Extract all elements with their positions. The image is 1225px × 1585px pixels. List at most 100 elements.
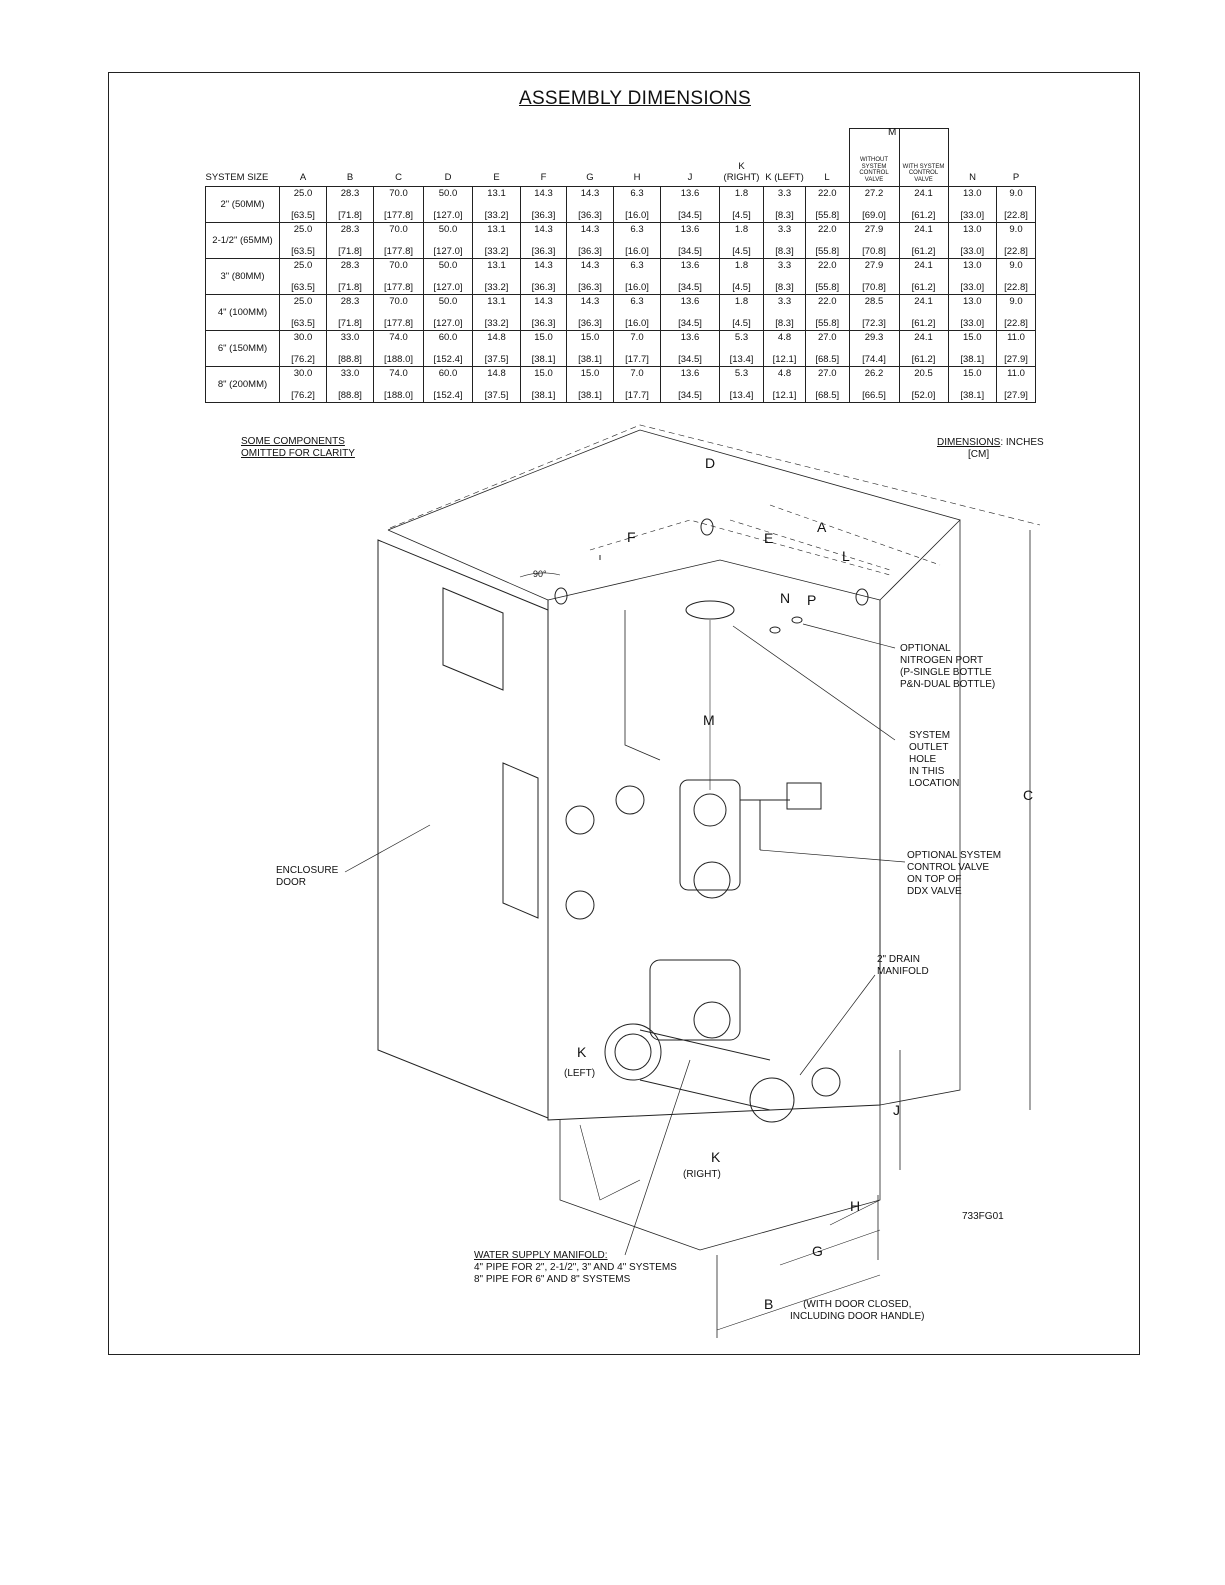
table-row-cm: [63.5][71.8][177.8][127.0][33.2][36.3][3…: [206, 275, 1036, 295]
callout-nitrogen-port: OPTIONAL NITROGEN PORT (P-SINGLE BOTTLE …: [900, 643, 995, 691]
units-note-inches: : INCHES: [1000, 437, 1044, 448]
column-header: N: [969, 172, 976, 183]
column-header: F: [540, 172, 547, 183]
callout-line: DOOR: [276, 877, 306, 888]
table-row-cm: [63.5][71.8][177.8][127.0][33.2][36.3][3…: [206, 311, 1036, 331]
enclosure-door-panel: [377, 539, 549, 1119]
dim-letter-a: A: [817, 519, 827, 535]
callout-line: NITROGEN PORT: [900, 655, 984, 666]
callout-drain-manifold: 2" DRAIN MANIFOLD: [877, 954, 929, 978]
callout-line: INCLUDING DOOR HANDLE): [790, 1311, 925, 1322]
callout-line: MANIFOLD: [877, 966, 929, 977]
callout-line: 8" PIPE FOR 6" AND 8" SYSTEMS: [474, 1274, 631, 1285]
dimension-cm-cell: [61.2]: [898, 347, 949, 367]
table-row-cm: [76.2][88.8][188.0][152.4][37.5][38.1][3…: [206, 383, 1036, 403]
dim-letter-g: G: [812, 1243, 823, 1259]
dimension-inches-cell: 24.1: [898, 294, 949, 311]
column-header-m-without: WITHOUT SYSTEM CONTROL VALVE: [848, 128, 900, 187]
door-lower-plate: [502, 762, 539, 919]
callout-control-valve: OPTIONAL SYSTEM CONTROL VALVE ON TOP OF …: [907, 850, 1001, 898]
dimension-cm-cell: [12.1]: [763, 347, 806, 367]
callout-line: OPTIONAL: [900, 643, 951, 654]
gauge-1: [565, 805, 595, 835]
column-header: J: [687, 172, 693, 183]
callout-line: HOLE: [909, 754, 937, 765]
figure-id: 733FG01: [962, 1211, 1004, 1222]
callout-line: DDX VALVE: [907, 886, 962, 897]
dimension-cm-cell: [8.3]: [763, 239, 806, 259]
drawing-border: [108, 72, 1140, 1355]
dimension-inches-cell: 24.1: [898, 258, 949, 275]
omitted-note-line-2: OMITTED FOR CLARITY: [241, 448, 355, 459]
callout-line: CONTROL VALVE: [907, 862, 990, 873]
dim-letter-b: B: [764, 1296, 774, 1312]
dim-letter-c: C: [1023, 787, 1034, 803]
dim-letter-l: L: [842, 548, 850, 564]
dim-letter-k-left: K: [577, 1044, 587, 1060]
units-note-label: DIMENSIONS: [937, 437, 1001, 448]
callout-line: OPTIONAL SYSTEM: [907, 850, 1002, 861]
page-title: ASSEMBLY DIMENSIONS: [518, 88, 751, 109]
dimension-inches-cell: 3.3: [763, 186, 806, 203]
lower-valve-body: [649, 959, 741, 1041]
callout-door-closed: (WITH DOOR CLOSED, INCLUDING DOOR HANDLE…: [790, 1299, 924, 1323]
dimension-inches-cell: 4.8: [763, 330, 806, 347]
callout-line: P&N-DUAL BOTTLE): [900, 679, 996, 690]
dim-letter-j: J: [893, 1102, 900, 1118]
dimension-cm-cell: [8.3]: [763, 203, 806, 223]
table-row-cm: [63.5][71.8][177.8][127.0][33.2][36.3][3…: [206, 239, 1036, 259]
column-header: P: [1012, 172, 1020, 183]
gauge-3: [615, 785, 645, 815]
dimension-inches-cell: 11.0: [996, 330, 1036, 347]
dimension-cm-cell: [61.2]: [898, 203, 949, 223]
dimension-cm-cell: [22.8]: [996, 203, 1036, 223]
callout-line: LOCATION: [909, 778, 960, 789]
callout-line: WATER SUPPLY MANIFOLD:: [474, 1250, 608, 1261]
column-header: C: [395, 172, 402, 183]
dim-letter-p: P: [807, 592, 817, 608]
units-note-cm: [CM]: [968, 449, 990, 460]
units-note: DIMENSIONS: INCHES: [937, 437, 1044, 449]
dim-letter-h: H: [850, 1198, 861, 1214]
system-size-cell: 8" (200MM): [205, 366, 280, 403]
callout-line: IN THIS: [909, 766, 945, 777]
dimension-inches-cell: 11.0: [996, 366, 1036, 383]
system-size-cell: 4" (100MM): [205, 294, 280, 331]
table-row-cm: [76.2][88.8][188.0][152.4][37.5][38.1][3…: [206, 347, 1036, 367]
dimension-cm-cell: [22.8]: [996, 311, 1036, 331]
gauge-2: [565, 890, 595, 920]
angle-label: 90°: [533, 569, 547, 579]
dimension-cm-cell: [61.2]: [898, 239, 949, 259]
valve-flange: [693, 793, 727, 827]
callout-water-supply: WATER SUPPLY MANIFOLD: 4" PIPE FOR 2", 2…: [474, 1250, 677, 1286]
callout-line: (P-SINGLE BOTTLE: [900, 667, 992, 678]
callout-line: SYSTEM: [909, 730, 951, 741]
column-header-system-size: SYSTEM SIZE: [205, 172, 269, 183]
column-header: E: [493, 172, 500, 183]
column-header: G: [586, 172, 594, 183]
drain-manifold-flange: [749, 1077, 795, 1123]
system-size-cell: 6" (150MM): [205, 330, 280, 367]
solenoid-box: [786, 782, 822, 810]
callout-line: OUTLET: [909, 742, 949, 753]
dimension-cm-cell: [52.0]: [898, 383, 949, 403]
dimension-cm-cell: [12.1]: [763, 383, 806, 403]
dimension-inches-cell: 24.1: [898, 330, 949, 347]
dim-letter-k-right: K: [711, 1149, 721, 1165]
system-size-cell: 2" (50MM): [205, 186, 280, 223]
callout-line: 4" PIPE FOR 2", 2-1/2", 3" AND 4" SYSTEM…: [474, 1262, 677, 1273]
column-header: L: [824, 172, 830, 183]
dim-letter-m: M: [703, 712, 715, 728]
dimension-cm-cell: [61.2]: [898, 275, 949, 295]
dimension-line-d: [389, 424, 1041, 529]
dimension-cm-cell: [22.8]: [996, 275, 1036, 295]
column-group-header-m: M: [888, 127, 897, 138]
dimension-inches-cell: 3.3: [763, 222, 806, 239]
water-supply-flange: [604, 1023, 662, 1081]
